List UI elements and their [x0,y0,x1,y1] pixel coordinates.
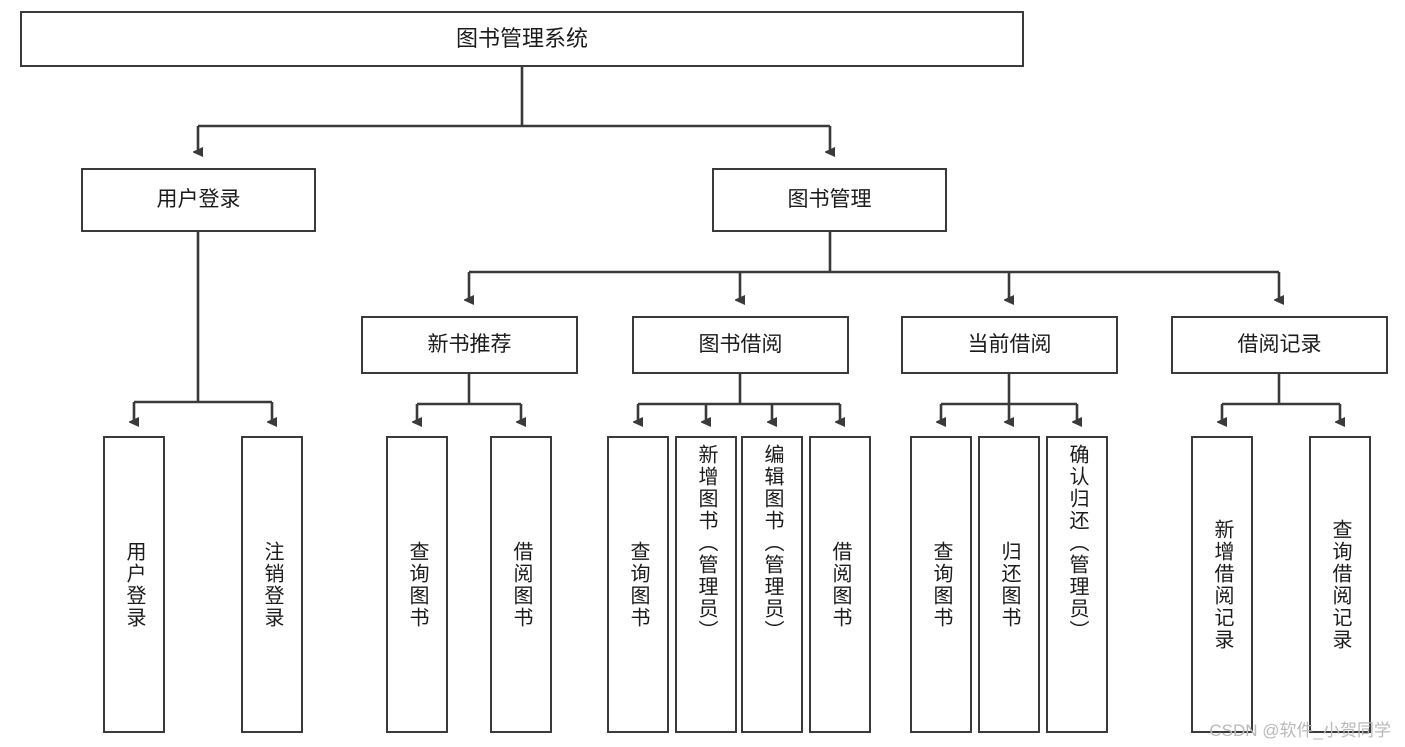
watermark-text: CSDN @软件_小贺同学 [1209,721,1391,740]
leaf-query-book-current[interactable]: 查询图书 [910,436,972,733]
node-book-manage[interactable]: 图书管理 [712,168,947,232]
node-label: 新书推荐 [427,332,512,356]
node-label: 查询借阅记录 [1329,518,1351,651]
leaf-query-borrow-record[interactable]: 查询借阅记录 [1309,436,1371,733]
node-user-login[interactable]: 用户登录 [81,168,316,232]
node-root-system[interactable]: 图书管理系统 [20,11,1024,67]
node-label: 图书管理 [787,187,872,211]
node-label: 图书管理系统 [455,26,588,52]
node-label: 借阅图书 [510,540,532,629]
node-label: 归还图书 [998,540,1020,629]
node-borrow-record[interactable]: 借阅记录 [1171,316,1388,374]
leaf-add-book-admin[interactable]: 新增图书（管理员） [675,436,737,733]
leaf-logout-login[interactable]: 注销登录 [241,436,303,733]
node-label: 查询图书 [406,540,428,629]
node-book-borrow[interactable]: 图书借阅 [632,316,849,374]
node-label: 新增图书（管理员） [695,444,717,642]
node-label: 用户登录 [156,187,241,211]
leaf-query-book-borrow[interactable]: 查询图书 [607,436,669,733]
leaf-borrow-book[interactable]: 借阅图书 [809,436,871,733]
node-label: 查询图书 [627,540,649,629]
leaf-add-borrow-record[interactable]: 新增借阅记录 [1191,436,1253,733]
node-label: 当前借阅 [967,332,1052,356]
node-new-book-recommend[interactable]: 新书推荐 [361,316,578,374]
node-label: 借阅记录 [1237,332,1322,356]
leaf-confirm-return-admin[interactable]: 确认归还（管理员） [1046,436,1108,733]
node-label: 注销登录 [261,540,283,629]
node-label: 借阅图书 [829,540,851,629]
leaf-user-login[interactable]: 用户登录 [103,436,165,733]
node-current-borrow[interactable]: 当前借阅 [901,316,1118,374]
node-label: 查询图书 [930,540,952,629]
node-label: 编辑图书（管理员） [761,444,783,642]
node-label: 确认归还（管理员） [1066,444,1088,642]
leaf-query-book-recommend[interactable]: 查询图书 [386,436,448,733]
node-label: 图书借阅 [698,332,783,356]
node-label: 用户登录 [123,540,145,629]
node-label: 新增借阅记录 [1211,518,1233,651]
leaf-edit-book-admin[interactable]: 编辑图书（管理员） [741,436,803,733]
leaf-return-book[interactable]: 归还图书 [978,436,1040,733]
leaf-borrow-book-recommend[interactable]: 借阅图书 [490,436,552,733]
